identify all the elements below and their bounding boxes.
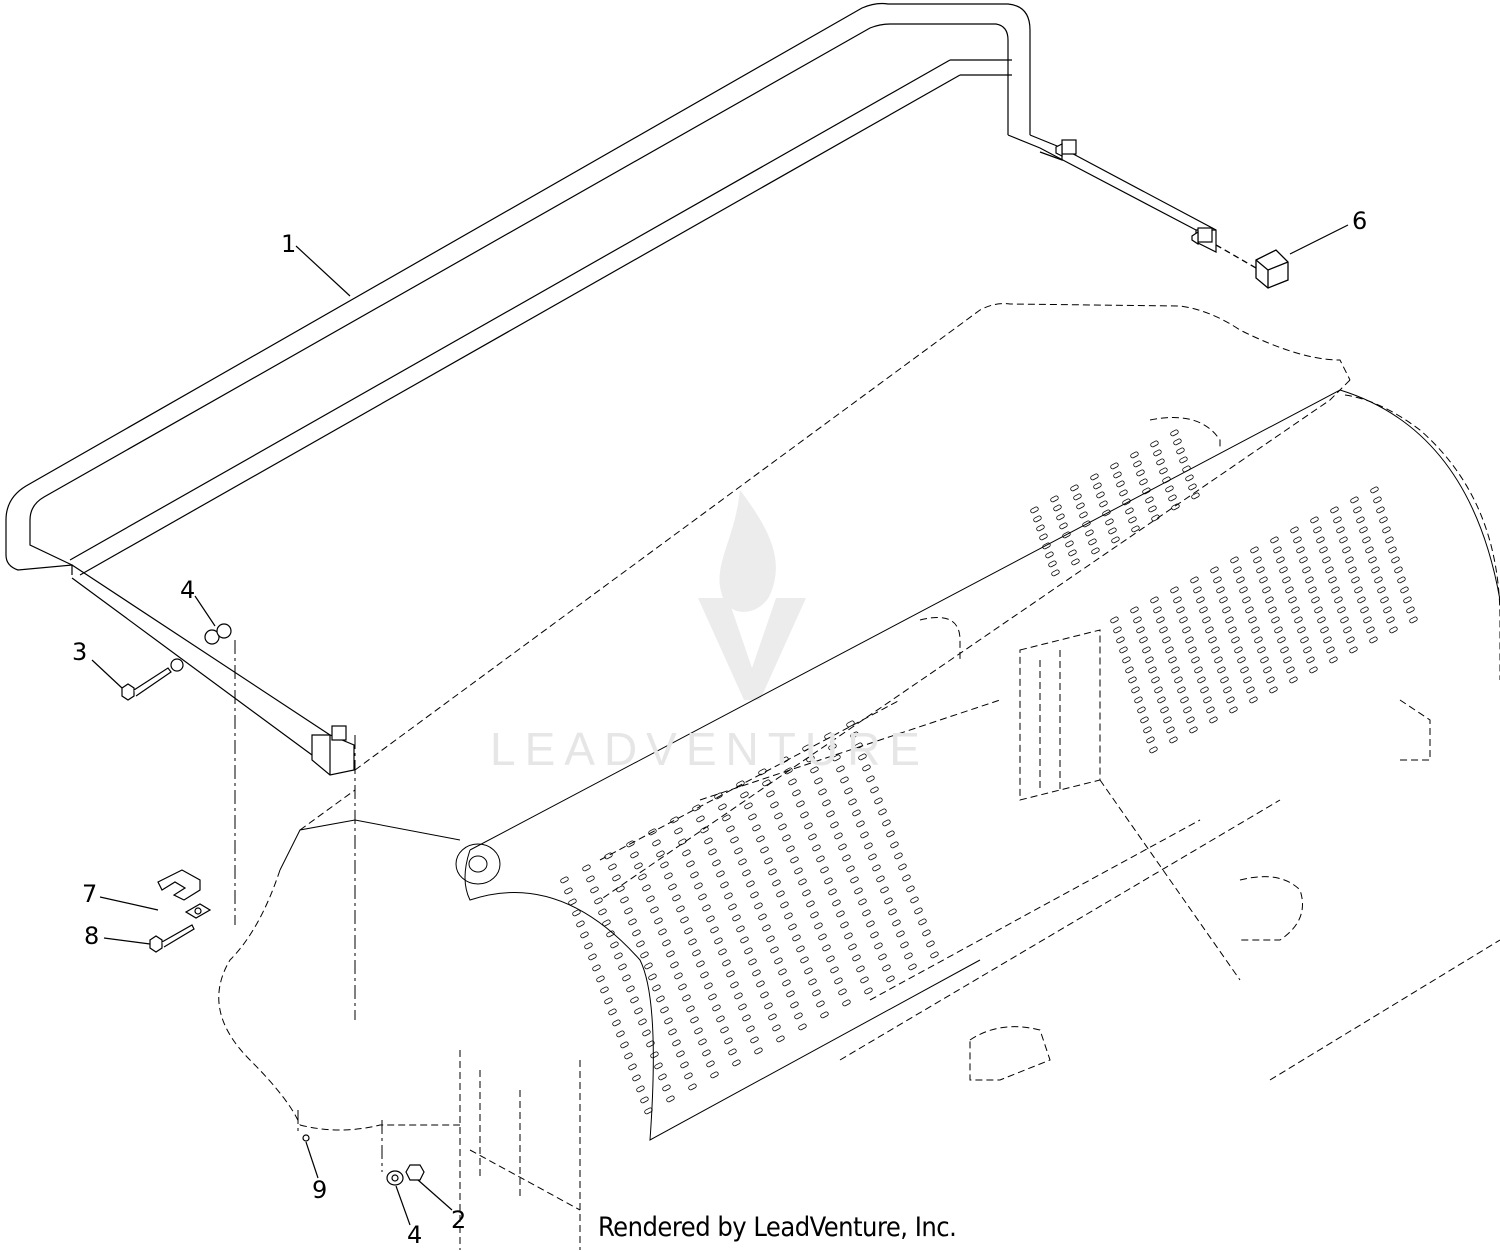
callout-8: 8 [84, 922, 99, 950]
handle-bar [5, 2, 1217, 776]
callout-9: 9 [312, 1176, 327, 1204]
alignment-lines [234, 640, 383, 1172]
end-cap [1215, 244, 1289, 289]
render-credit: Rendered by LeadVenture, Inc. [598, 1212, 957, 1243]
callout-7: 7 [82, 880, 97, 908]
callout-3: 3 [72, 638, 87, 666]
bolt [121, 667, 172, 701]
perforated-screen [279, 389, 1500, 1141]
stud-fittings [170, 139, 1213, 741]
lower-washers [302, 1134, 425, 1186]
flame-v-logo-icon [698, 490, 806, 700]
callout-1: 1 [281, 230, 296, 258]
latch-assembly [149, 869, 212, 953]
aerator-housing [218, 303, 1500, 1250]
callout-labels: 1 2 3 4 4 6 7 8 9 [72, 207, 1367, 1249]
watermark-text: LEADVENTURE [490, 723, 929, 775]
callout-4-lower: 4 [407, 1221, 422, 1249]
callout-4-upper: 4 [180, 576, 195, 604]
callout-6: 6 [1352, 207, 1367, 235]
screen-perforations [560, 429, 1418, 1115]
callout-2: 2 [451, 1206, 466, 1234]
callout-leaders [91, 224, 1349, 1226]
